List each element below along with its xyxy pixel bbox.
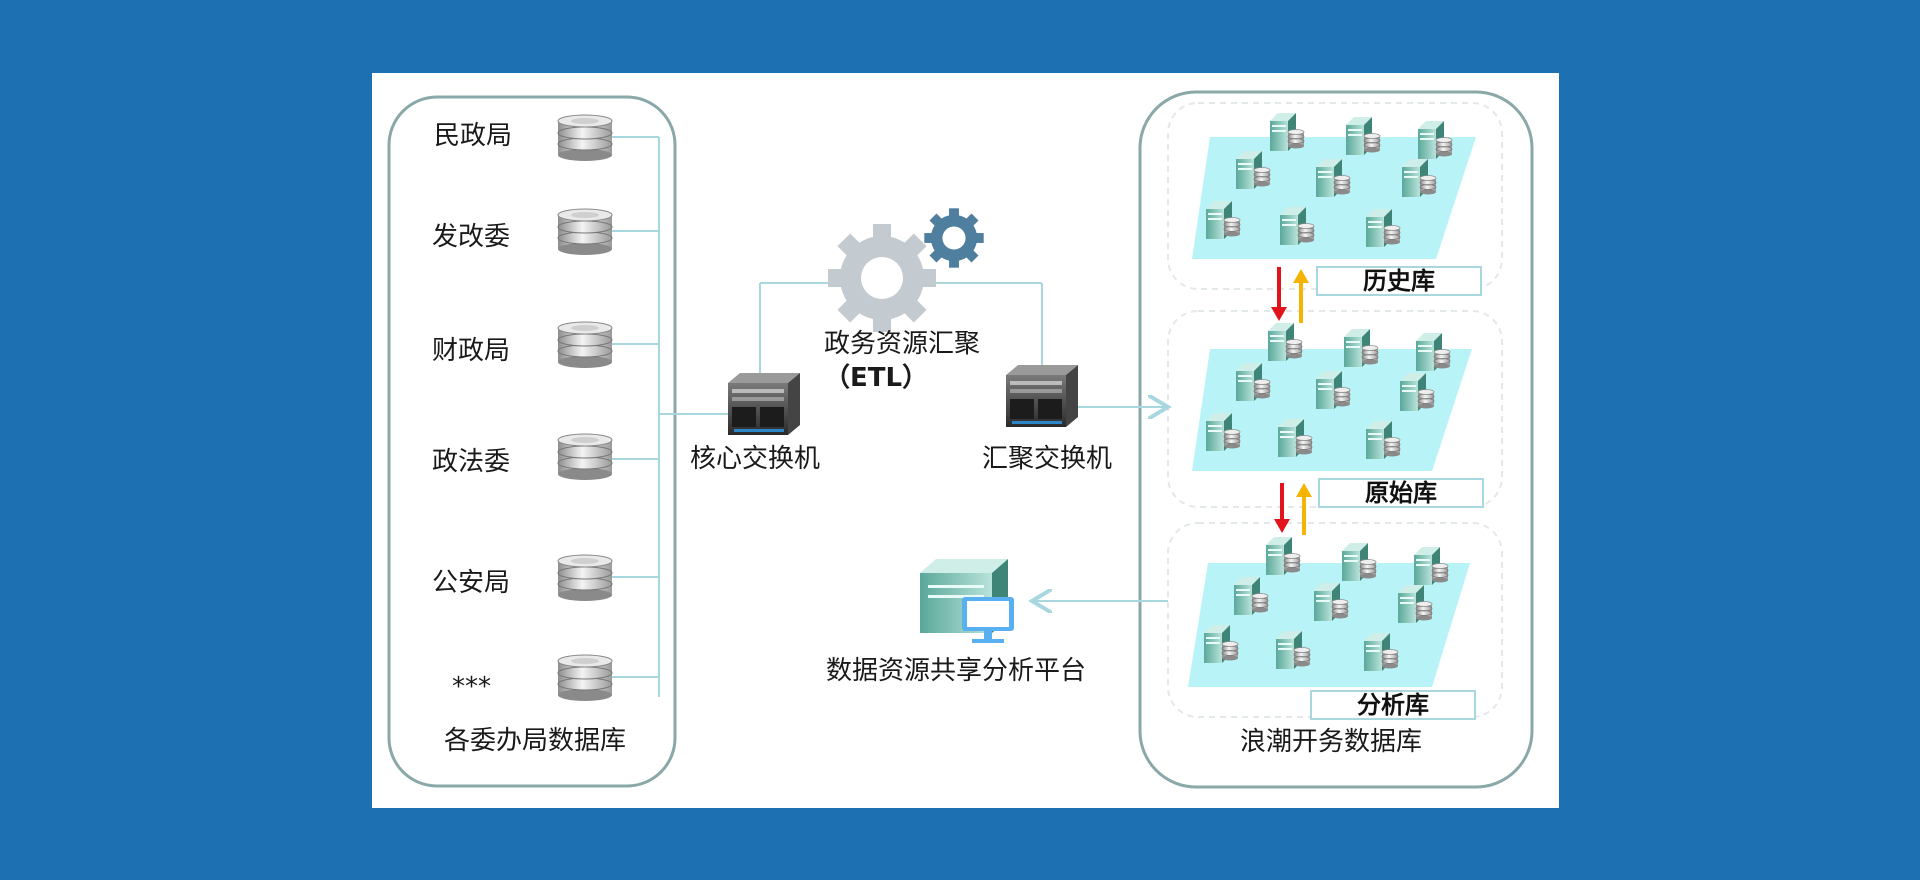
agency-label: 政法委 [432,447,511,477]
agency-label: 公安局 [432,568,511,598]
database-stack-icon [557,433,613,481]
core-switch-label: 核心交换机 [690,444,821,474]
agency-label: 发改委 [432,222,511,252]
database-stack-icon [557,208,613,256]
database-stack-icon [557,321,613,369]
left-group-border [387,95,677,788]
aggregation-switch-icon [1006,365,1078,427]
agency-label: 民政局 [434,121,513,151]
etl-label: 政务资源汇聚 [824,329,981,359]
database-stack-icon [557,654,613,702]
diagram-canvas: 民政局 发改委 财政局 政法委 公安局 *** 各委办局数据库 政务资源汇聚 （… [372,73,1559,808]
agency-label: *** [452,672,491,702]
sync-arrows-upper [1271,267,1309,323]
aggregation-switch-label: 汇聚交换机 [982,444,1113,474]
platform-label: 数据资源共享分析平台 [826,656,1087,686]
left-group-title: 各委办局数据库 [444,726,627,756]
tier-tag-history: 历史库 [1316,266,1482,296]
etl-sublabel: （ETL） [824,363,929,393]
core-switch-icon [728,373,800,435]
agency-label: 财政局 [432,336,511,366]
gear-icon [828,224,936,332]
right-group-title: 浪潮开务数据库 [1240,727,1423,757]
diagram-graphics [387,90,1534,789]
sync-arrows-lower [1274,483,1312,535]
tier-tag-raw: 原始库 [1318,478,1484,508]
right-group-border [1138,90,1534,789]
database-stack-icon [557,554,613,602]
tier-tag-analysis: 分析库 [1310,690,1476,720]
small-gear-icon [924,208,984,268]
connector-lines [612,136,1168,697]
database-stack-icon [557,114,613,162]
monitor-icon [962,597,1014,643]
